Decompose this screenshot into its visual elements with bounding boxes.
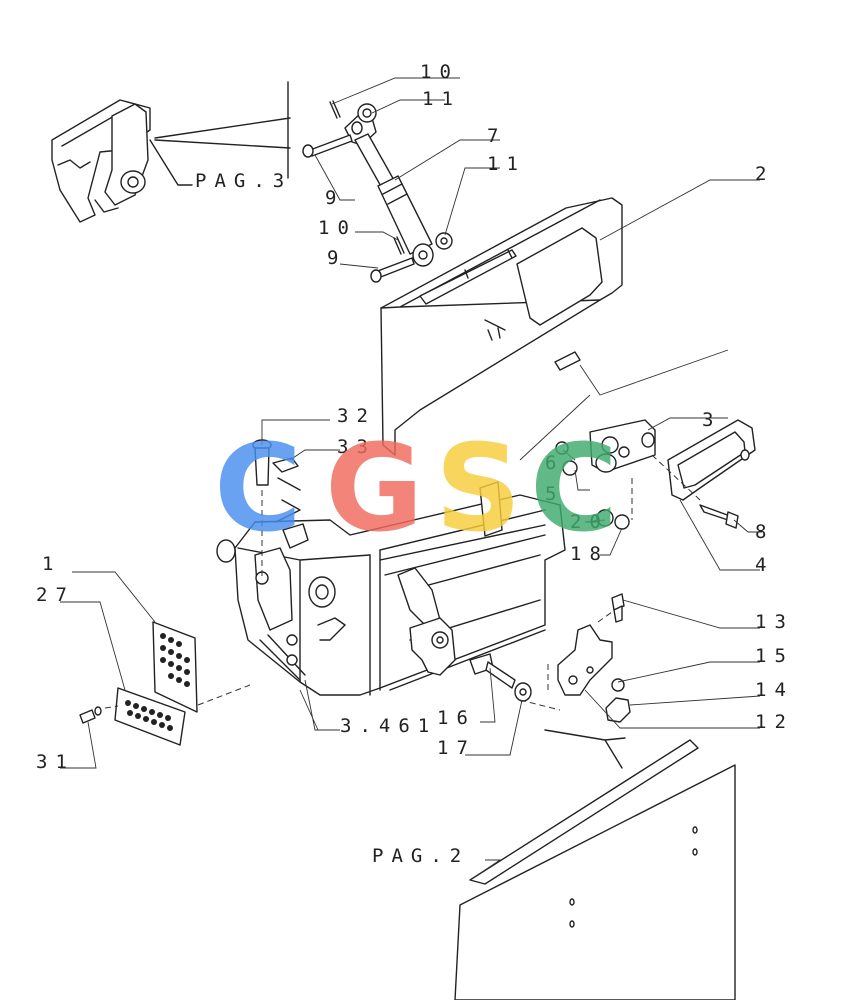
main-frame-drawing <box>216 477 566 696</box>
label-6: 6 <box>545 452 564 474</box>
label-9-lower: 9 <box>327 247 346 269</box>
label-11-top: 11 <box>422 88 461 110</box>
hinge-bracket-drawing <box>51 81 291 223</box>
label-pag-2: PAG.2 <box>372 845 469 867</box>
label-3: 3 <box>702 409 721 431</box>
cgsc-watermark-logo: C G S C <box>214 420 618 559</box>
watermark-letter-s: S <box>435 420 521 559</box>
gas-strut-drawing <box>302 100 453 283</box>
label-10-top: 10 <box>420 61 459 83</box>
label-16: 16 <box>437 707 476 729</box>
label-17: 17 <box>437 737 476 759</box>
label-4: 4 <box>755 554 774 576</box>
label-7: 7 <box>487 125 506 147</box>
label-13: 13 <box>755 611 794 633</box>
part-labels: 10 11 7 11 2 PAG.3 9 10 9 32 3 33 6 5 20… <box>36 61 794 867</box>
pin-and-clip-drawing <box>252 439 299 580</box>
label-18: 18 <box>570 543 609 565</box>
grille-panels-drawing <box>79 621 251 746</box>
fastener-parts-drawing <box>469 593 631 723</box>
label-15: 15 <box>755 645 794 667</box>
hood-panel-drawing <box>380 197 623 456</box>
label-9-top: 9 <box>325 187 344 209</box>
watermark-letter-c2: C <box>530 420 618 559</box>
label-33: 33 <box>337 436 376 458</box>
label-8: 8 <box>755 521 774 543</box>
lower-panel-drawing <box>454 729 736 1000</box>
label-3-461: 3.461 <box>340 715 437 737</box>
label-12: 12 <box>755 711 794 733</box>
latch-assembly-drawing <box>555 419 756 530</box>
label-14: 14 <box>755 679 794 701</box>
label-1: 1 <box>42 553 61 575</box>
watermark-letter-g: G <box>325 420 424 559</box>
leader-lines <box>60 77 762 881</box>
watermark-letter-c1: C <box>214 420 302 559</box>
label-pag-3: PAG.3 <box>195 170 292 192</box>
label-31: 31 <box>36 751 75 773</box>
label-5: 5 <box>545 483 564 505</box>
label-27: 27 <box>36 584 75 606</box>
label-20: 20 <box>570 511 609 533</box>
label-10-lower: 10 <box>318 217 357 239</box>
label-11-lower: 11 <box>487 153 526 175</box>
label-2: 2 <box>755 163 774 185</box>
label-32: 32 <box>337 405 376 427</box>
